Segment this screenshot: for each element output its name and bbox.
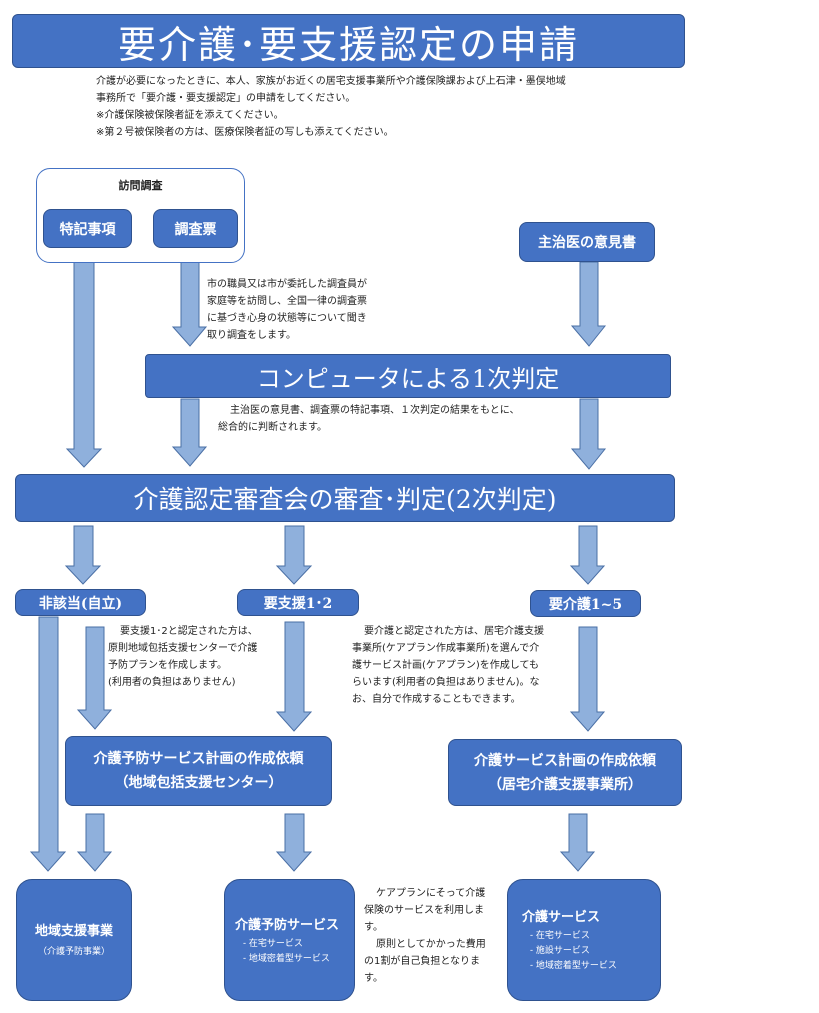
prevention-plan-box: 介護予防サービス計画の作成依頼 （地域包括支援センター） — [65, 736, 332, 806]
care-service-box: 介護サービス - 在宅サービス - 施設サービス - 地域密着型サービス — [507, 879, 661, 1001]
arrow-down — [76, 626, 113, 730]
survey-sheet-box: 調査票 — [153, 209, 238, 248]
visit-survey-label: 訪問調査 — [118, 179, 163, 192]
arrow-down — [569, 525, 606, 585]
arrow-down — [64, 525, 102, 585]
arrow-down — [76, 813, 113, 872]
visit-note: 市の職員又は市が委託した調査員が 家庭等を訪問し、全国一律の調査票 に基づき心身… — [207, 279, 367, 341]
arrow-down — [29, 616, 67, 872]
first-judgment-note: 主治医の意見書、調査票の特記事項、１次判定の結果をもとに、 総合的に判断されます… — [218, 405, 520, 433]
special-notes-box: 特記事項 — [43, 209, 132, 248]
arrow-down — [65, 255, 103, 468]
arrow-down — [171, 255, 208, 347]
arrow-down — [275, 621, 313, 732]
support-note: 要支援1･2と認定された方は、 原則地域包括支援センターで介護 予防プランを作成… — [108, 626, 258, 688]
care-note: 要介護と認定された方は、居宅介護支援 事業所(ケアプラン作成事業所)を選んで介 … — [352, 626, 544, 705]
result-care: 要介護1~5 — [530, 590, 641, 617]
arrow-down — [275, 525, 313, 585]
arrow-down — [275, 813, 313, 872]
community-support-box: 地域支援事業 （介護予防事業） — [16, 879, 132, 1001]
doctor-opinion-box: 主治医の意見書 — [519, 222, 655, 262]
careplan-note: ケアプランにそって介護 保険のサービスを利用しま す。 原則としてかかった費用 … — [364, 888, 486, 984]
care-plan-box: 介護サービス計画の作成依頼 （居宅介護支援事業所） — [448, 739, 682, 806]
arrow-down — [569, 626, 606, 732]
arrow-down — [171, 398, 208, 467]
result-independent: 非該当(自立) — [15, 589, 146, 616]
intro-text: 介護が必要になったときに、本人、家族がお近くの居宅支援事業所や介護保険課および上… — [96, 76, 566, 138]
first-judgment-box: コンピュータによる1次判定 — [145, 354, 671, 398]
arrow-down — [559, 813, 596, 872]
result-support: 要支援1･2 — [237, 589, 359, 616]
second-judgment-box: 介護認定審査会の審査･判定(2次判定) — [15, 474, 675, 522]
page-title: 要介護･要支援認定の申請 — [12, 14, 685, 68]
arrow-down — [570, 398, 607, 470]
prevention-service-box: 介護予防サービス - 在宅サービス - 地域密着型サービス — [224, 879, 355, 1001]
arrow-down — [570, 261, 607, 347]
